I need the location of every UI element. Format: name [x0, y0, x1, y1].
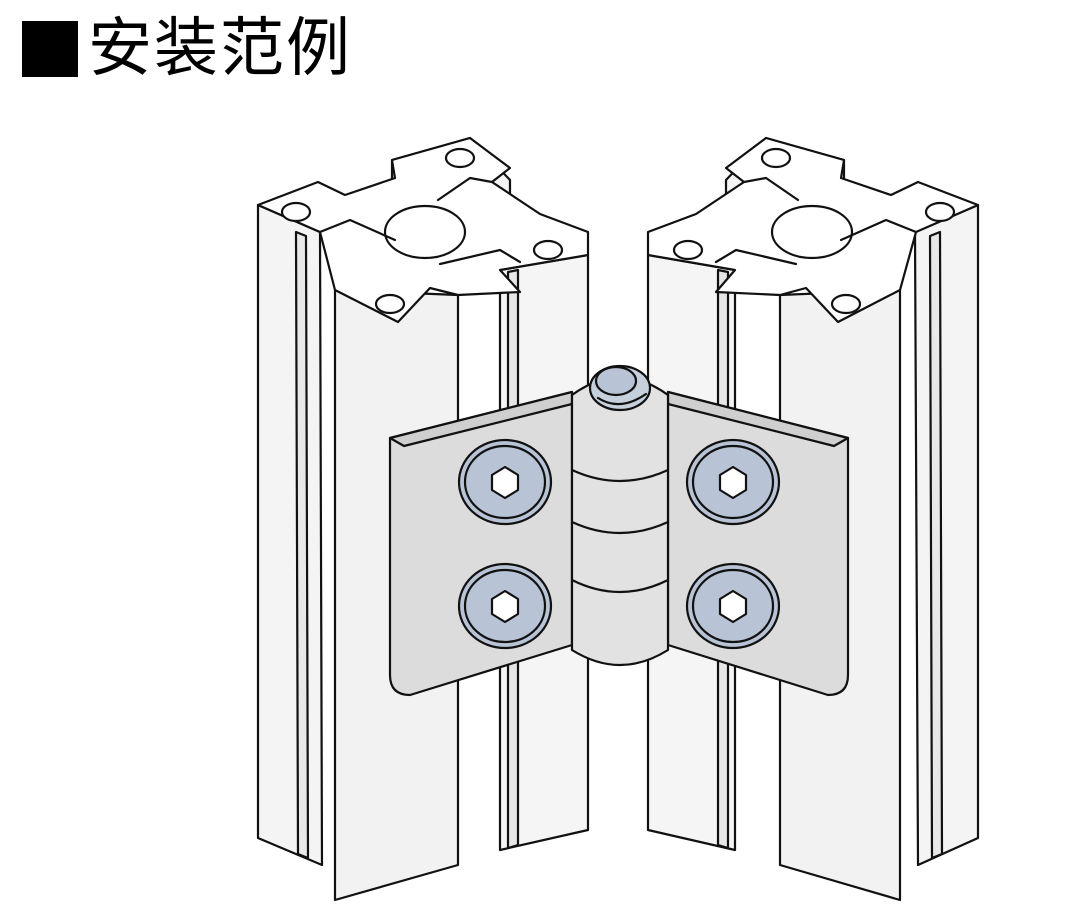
page-title: 安装范例: [22, 6, 352, 92]
left-profile-corner-hole: [444, 147, 476, 169]
screw-bottom-right: [685, 562, 781, 650]
right-profile-slot-lines: [714, 176, 918, 266]
hinge-pin-clip: [596, 392, 648, 406]
left-profile-center-hole: [383, 204, 467, 260]
right-profile-corner-hole: [830, 293, 862, 315]
left-profile-corner-hole: [280, 201, 312, 223]
hinge-barrel-knuckle-lines: [570, 468, 670, 594]
right-profile-corner-hole: [924, 201, 956, 223]
left-profile-corner-hole: [374, 293, 406, 315]
hinge-barrel: [570, 376, 670, 666]
screw-top-left: [457, 438, 553, 526]
right-profile-center-hole: [770, 204, 854, 260]
right-profile-rail-groove: [928, 230, 944, 860]
right-profile-outer-rail: [913, 203, 980, 867]
right-profile-corner-hole: [672, 239, 704, 261]
screw-top-right: [685, 438, 781, 526]
hinge-pin-cap: [594, 365, 638, 397]
left-profile-slot-lines: [318, 176, 522, 266]
right-profile-corner-hole: [760, 147, 792, 169]
page-title-text: 安装范例: [88, 12, 352, 86]
title-square-icon: [22, 21, 78, 77]
left-profile-outer-rail: [256, 203, 324, 867]
left-profile-corner-hole: [532, 239, 564, 261]
left-profile-rail-groove: [294, 230, 310, 860]
screw-bottom-left: [457, 562, 553, 650]
